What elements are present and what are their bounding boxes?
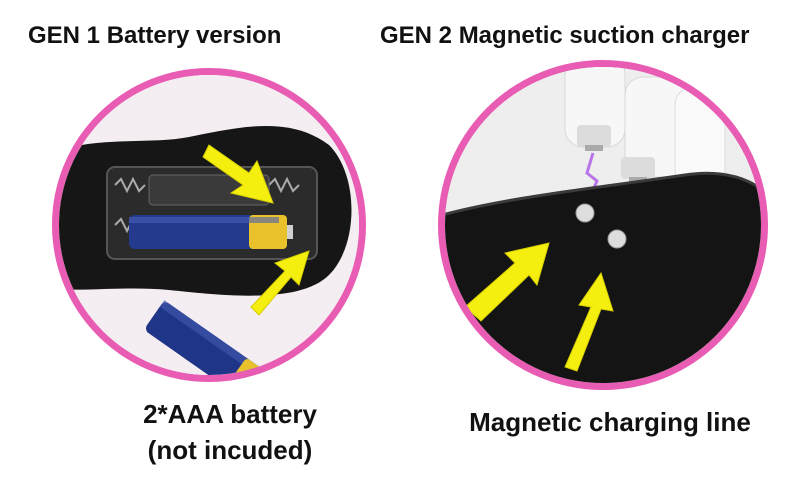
battery-caption-line2: (not incuded)	[147, 435, 313, 465]
arrow-top	[202, 144, 274, 204]
gen1-title: GEN 1 Battery version	[28, 22, 282, 49]
magnetic-contact-2	[607, 229, 627, 249]
battery-compartment-illustration	[59, 75, 359, 375]
arrow-left	[464, 242, 550, 322]
arrow-bottom	[250, 250, 310, 316]
magnetic-charger-photo	[438, 60, 768, 390]
battery-version-photo	[52, 68, 366, 382]
magnetic-contact-1	[575, 203, 595, 223]
charger-plug-1	[577, 125, 611, 147]
battery-caption: 2*AAA battery (not incuded)	[80, 396, 380, 468]
charging-caption: Magnetic charging line	[469, 407, 751, 437]
installed-battery	[129, 215, 279, 249]
charger-plug-2	[621, 157, 655, 179]
battery-caption-line1: 2*AAA battery	[143, 399, 317, 429]
magnetic-charger-illustration	[445, 67, 761, 383]
arrow-bottom	[564, 271, 614, 372]
gen2-title: GEN 2 Magnetic suction charger	[380, 22, 750, 49]
